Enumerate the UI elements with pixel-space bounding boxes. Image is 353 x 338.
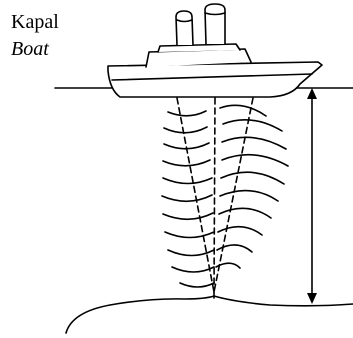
sonar-beam-right-edge	[214, 98, 253, 292]
sonar-beam-center	[214, 98, 215, 292]
boat-funnel-left	[176, 11, 193, 45]
sea-bed	[66, 296, 353, 333]
sonar-waves-returning	[216, 105, 288, 268]
depth-arrow-top-head	[307, 88, 317, 99]
sonar-beam-left-edge	[177, 98, 214, 292]
sonar-waves-outgoing	[162, 111, 214, 287]
depth-arrow-bottom-head	[307, 293, 317, 304]
boat-funnel-right	[205, 4, 225, 44]
